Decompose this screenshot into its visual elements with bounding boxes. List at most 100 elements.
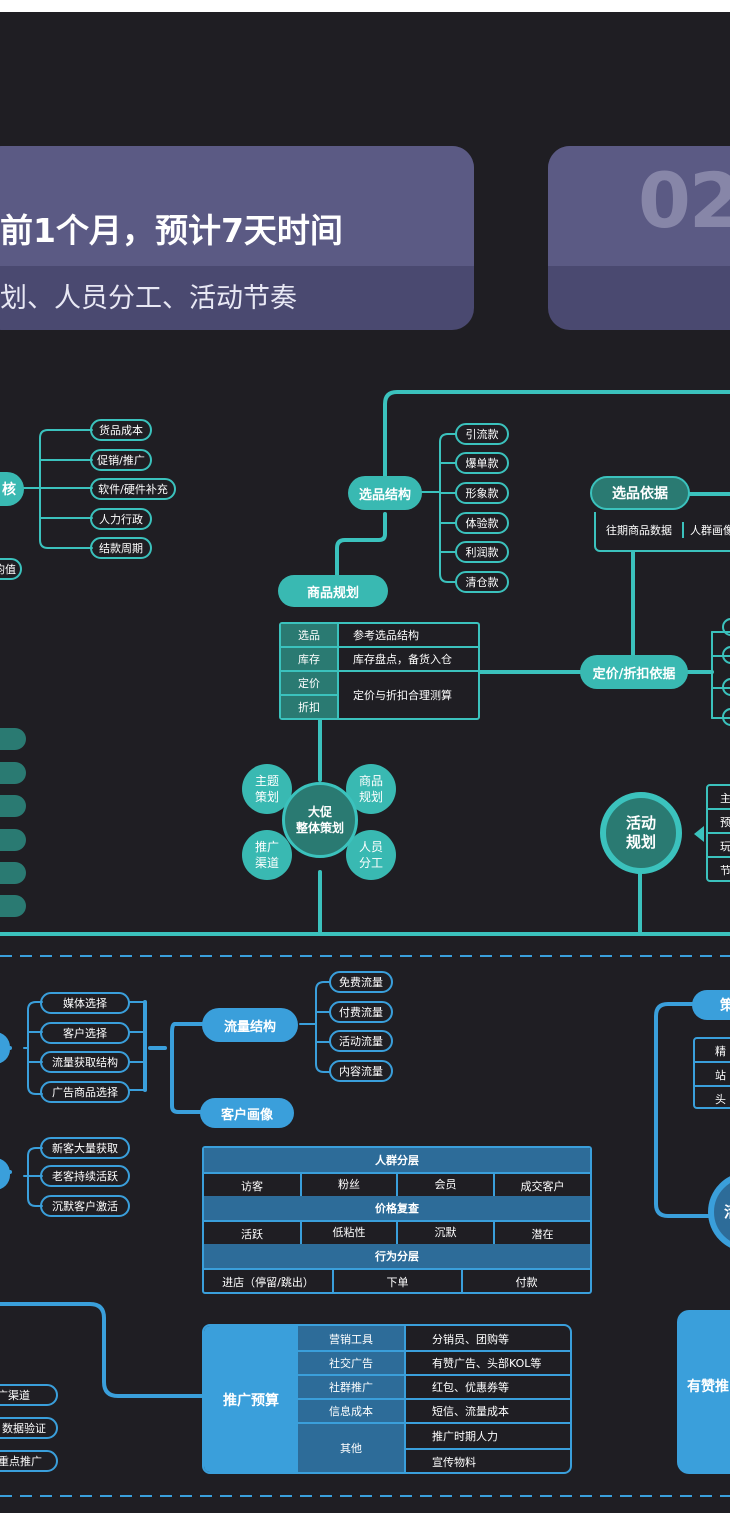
left-customer-label: 沉默客户激活 [52,1200,118,1213]
left-media-label: 流量获取结构 [52,1056,118,1069]
left-media-item: 流量获取结构 [40,1051,130,1073]
left-item: 货品成本 [90,419,152,441]
budget-value: 短信、流量成本 [432,1405,509,1418]
channel-item: 数据验证 [0,1417,58,1439]
behavior-title: 行为分层 [375,1250,419,1263]
left-item: 人力行政 [90,508,152,530]
channel-item: 重点推广 [0,1450,58,1472]
left-item-label: 人力行政 [99,513,143,526]
left-media-item: 媒体选择 [40,992,130,1014]
selection-item: 体验款 [455,512,509,534]
selection-item: 清仓款 [455,571,509,593]
value-item: 低粘性 [332,1226,366,1239]
activity-plan-label: 活动 规划 [625,814,656,851]
behavior-item: 付款 [515,1276,538,1289]
left-partial-node-label: 核 [2,482,16,498]
selection-item: 爆单款 [455,452,509,474]
traffic-item: 付费流量 [329,1001,393,1023]
budget-label: 推广预算 [223,1393,279,1409]
value-item: 活跃 [241,1228,263,1241]
petal-label: 人员 分工 [358,840,383,870]
value-item: 潜在 [531,1228,554,1241]
banner-card: 前1个月，预计7天时间 划、人员分工、活动节奏 [0,146,474,330]
right-partial-node: 策 [692,990,730,1020]
selection-item: 引流款 [455,423,509,445]
flower-center: 大促 整体策划 [282,782,358,858]
petal-label: 商品 规划 [358,774,383,804]
crowd-item: 粉丝 [338,1178,360,1191]
traffic-item-label: 免费流量 [339,976,383,989]
selection-item-label: 爆单款 [465,457,499,470]
left-partial-value-label: 均值 [0,563,16,576]
channel-item-label: 广渠道 [0,1389,30,1402]
flower-center-label: 大促 整体策划 [295,805,344,835]
selection-item-label: 引流款 [465,428,499,441]
left-item-label: 结款周期 [99,542,143,555]
left-customer-item: 沉默客户激活 [40,1195,130,1217]
activity-item: 节 [720,864,730,877]
product-plan-key: 库存 [298,653,320,666]
behavior-item: 下单 [386,1276,409,1289]
traffic-item-label: 活动流量 [339,1035,383,1048]
left-customer-label: 新客大量获取 [52,1142,118,1155]
left-item-label: 软件/硬件补充 [98,483,168,496]
channel-item-label: 重点推广 [0,1455,42,1468]
mindmap-canvas: 前1个月，预计7天时间 划、人员分工、活动节奏 02 核 均值 货品成本 促销/… [0,12,730,1513]
product-plan-value: 库存盘点，备货入仓 [353,653,452,666]
selection-basis-item: 人群画像 [690,524,730,537]
banner-subtitle: 划、人员分工、活动节奏 [0,283,297,314]
left-item: 软件/硬件补充 [90,478,176,500]
left-media-label: 客户选择 [63,1027,107,1040]
selection-item-label: 利润款 [465,546,499,559]
budget-key: 其他 [340,1442,362,1455]
right-partial-item: 头 [715,1093,726,1106]
activity-item: 玩 [720,840,730,853]
pricing-basis-node: 定价/折扣依据 [580,655,688,689]
traffic-item: 免费流量 [329,971,393,993]
traffic-item: 活动流量 [329,1030,393,1052]
product-plan-key: 定价 [298,677,320,690]
left-media-label: 媒体选择 [63,997,107,1010]
section-number: 02 [638,156,730,245]
connector-lines [0,390,730,1497]
budget-value: 分销员、团购等 [432,1333,509,1346]
traffic-structure-label: 流量结构 [223,1019,276,1035]
left-media-item: 客户选择 [40,1022,130,1044]
youzan-partial-label: 有赞推 [687,1379,729,1395]
left-item-label: 货品成本 [99,424,143,437]
budget-value: 红包、优惠券等 [432,1381,509,1394]
bottom-left-partial-a [0,1032,10,1064]
right-partial-item: 站 [715,1069,726,1082]
customer-profile-table: 人群分层 访客 粉丝 会员 成交客户 价格复查 活跃 低粘性 沉默 潜在 行为分… [202,1146,592,1294]
traffic-item: 内容流量 [329,1060,393,1082]
budget-value: 宣传物料 [432,1456,476,1469]
traffic-item-label: 内容流量 [339,1065,383,1078]
selection-item: 形象款 [455,482,509,504]
youzan-partial-card: 有赞推 [677,1310,730,1474]
channel-item: 广渠道 [0,1384,58,1406]
channel-item-label: 数据验证 [2,1422,46,1435]
left-customer-label: 老客持续活跃 [52,1170,118,1183]
left-partial-value: 均值 [0,558,22,580]
product-plan-table: 选品 库存 定价 折扣 参考选品结构 库存盘点，备货入仓 定价与折扣合理测算 [279,622,480,720]
selection-item-label: 清仓款 [465,576,499,589]
traffic-item-label: 付费流量 [339,1006,383,1019]
activity-arrow [694,826,704,842]
selection-basis-node: 选品依据 [590,476,690,510]
activity-item: 预 [720,816,730,829]
customer-profile-label: 客户画像 [220,1107,273,1123]
flower-petal-staff: 人员 分工 [346,830,396,880]
selection-item-label: 体验款 [465,517,499,530]
selection-basis-label: 选品依据 [612,486,668,502]
selection-basis-box: 往期商品数据 人群画像 [594,512,730,552]
left-item-label: 促销/推广 [97,454,145,467]
left-media-label: 广告商品选择 [52,1086,118,1099]
crowd-item: 成交客户 [520,1180,565,1193]
pricing-basis-label: 定价/折扣依据 [592,666,676,682]
value-item: 沉默 [434,1226,457,1239]
left-customer-item: 老客持续活跃 [40,1165,130,1187]
product-plan-label: 商品规划 [306,585,359,601]
right-banner-card: 02 [548,146,730,330]
product-plan-value: 参考选品结构 [353,629,419,642]
bottom-left-partial-b [0,1158,10,1190]
